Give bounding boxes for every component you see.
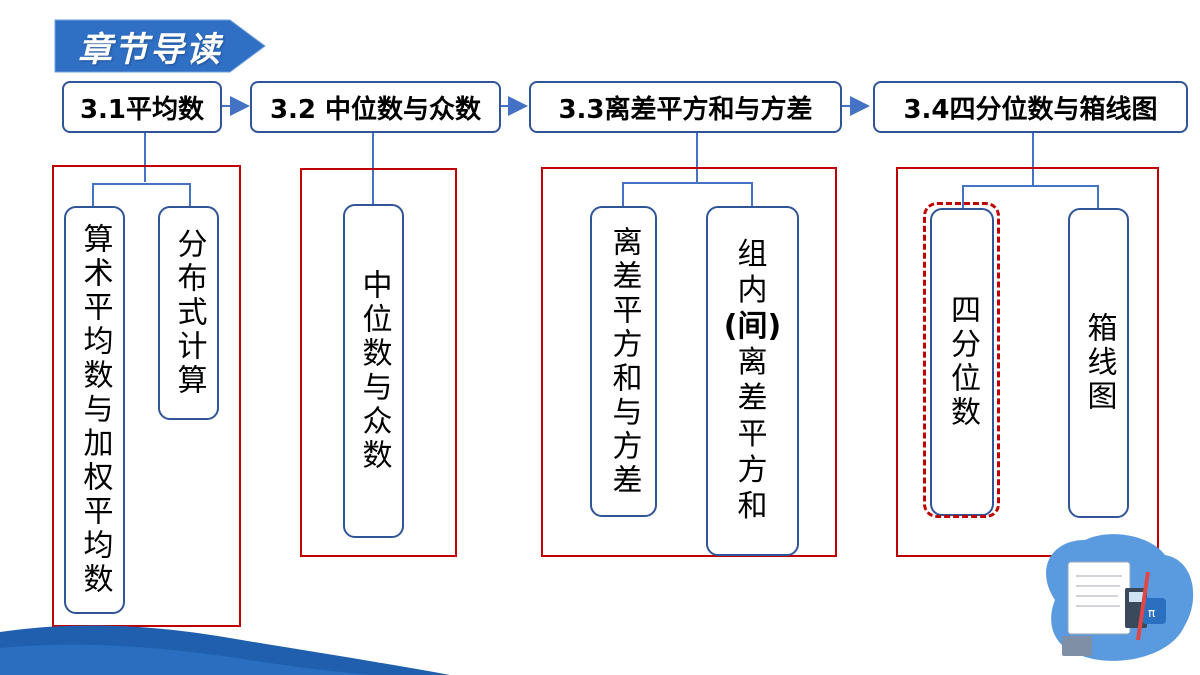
header-banner <box>54 19 266 73</box>
topic-label: 四分位数 <box>945 294 980 430</box>
topic-label: 箱线图 <box>1081 312 1117 414</box>
topic-arithmetic-weighted-mean: 算术平均数与加权平均数 <box>64 206 125 614</box>
section-box-3-3: 3.3离差平方和与方差 <box>529 81 842 133</box>
quartile-highlight-outline <box>923 202 1000 518</box>
section-box-3-1: 3.1平均数 <box>62 81 222 133</box>
group-box-3-3 <box>541 167 837 557</box>
topic-distributed-computation: 分布式计算 <box>158 206 219 420</box>
topic-label-line: 离 <box>737 345 768 380</box>
section-label: 3.4四分位数与箱线图 <box>903 94 1158 125</box>
topic-label-line: 内 <box>737 273 768 308</box>
topic-label: 离差平方和与方差 <box>606 225 642 498</box>
bottom-wave <box>0 625 450 675</box>
topic-median-mode: 中位数与众数 <box>343 204 404 538</box>
section-box-3-4: 3.4四分位数与箱线图 <box>873 81 1188 133</box>
section-label: 3.2 中位数与众数 <box>269 94 482 125</box>
group-box-3-4 <box>896 167 1159 557</box>
topic-label: 算术平均数与加权平均数 <box>77 223 113 597</box>
topic-deviation-sum-variance: 离差平方和与方差 <box>590 206 657 517</box>
section-label: 3.1平均数 <box>79 94 205 125</box>
topic-group-deviation-sum: 组内(间)离差平方和 <box>706 206 799 556</box>
topic-label: 分布式计算 <box>171 228 207 398</box>
group-box-3-2 <box>300 168 457 557</box>
topic-label-line: 方 <box>737 453 768 488</box>
topic-label: 中位数与众数 <box>356 269 392 473</box>
topic-quartile: 四分位数 <box>930 208 994 516</box>
topic-boxplot: 箱线图 <box>1068 208 1129 518</box>
topic-label-line: 组 <box>737 237 768 272</box>
section-label: 3.3离差平方和与方差 <box>558 94 813 125</box>
topic-label-line: (间) <box>723 309 782 344</box>
svg-text:π: π <box>1148 606 1155 620</box>
topic-label-line: 和 <box>737 489 768 524</box>
page-title: 章节导读 <box>78 30 222 70</box>
section-box-3-2: 3.2 中位数与众数 <box>250 81 501 133</box>
topic-label-multiline: 组内(间)离差平方和 <box>724 237 781 525</box>
topic-label-line: 平 <box>737 417 768 452</box>
topic-label-line: 差 <box>737 381 768 416</box>
